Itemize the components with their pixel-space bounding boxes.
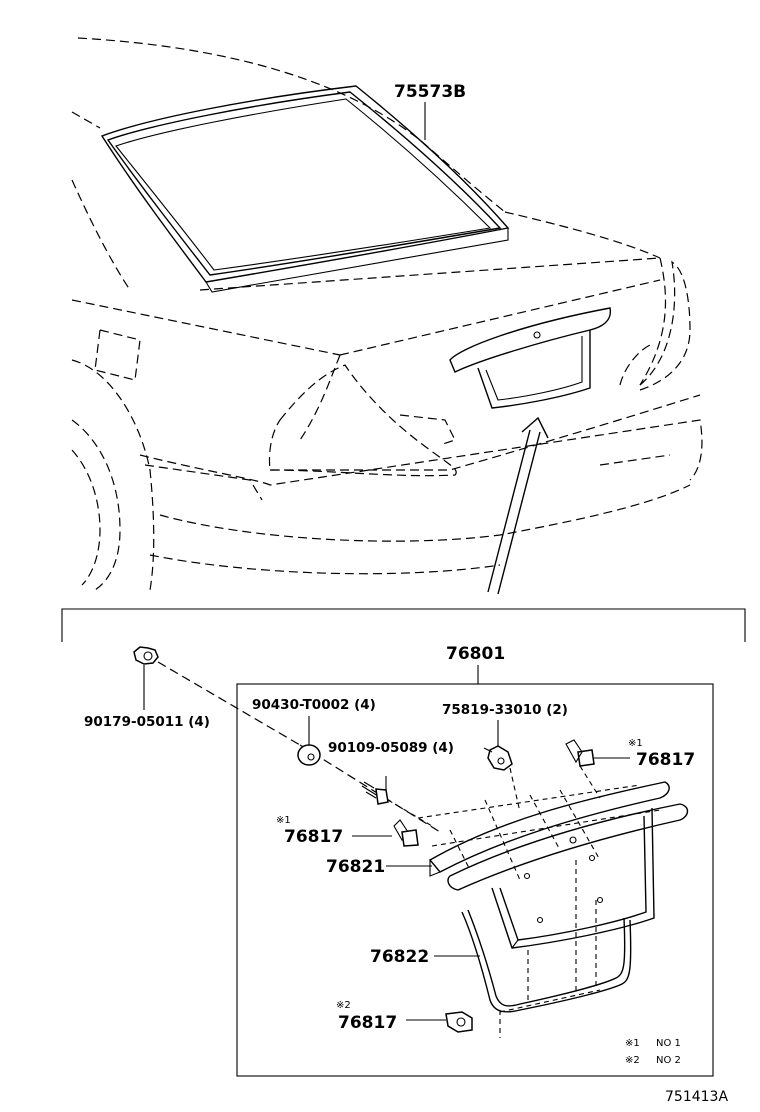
mark-76817-left: ※1 [276, 815, 291, 826]
rear-window-weatherstrip [100, 85, 510, 283]
washer-90430 [297, 744, 321, 766]
trunk-front-edge [199, 257, 661, 291]
clip-76817-left [393, 819, 419, 847]
legend-row1-mark: ※1 [625, 1038, 640, 1049]
section-bracket [61, 608, 746, 642]
legend-row2-text: NO 2 [656, 1055, 681, 1066]
clip-76817-bottom [445, 1011, 473, 1033]
beltline [71, 299, 341, 356]
bumper-mid [159, 484, 691, 542]
bumper-bottom [149, 554, 501, 575]
trunk-top-line [339, 279, 661, 356]
car-body-illustration [71, 37, 703, 595]
dashed-76817-right [579, 765, 601, 799]
dashed-mount-6 [559, 789, 601, 861]
tail-light-detail [399, 414, 456, 446]
assembly-box-76801 [236, 683, 714, 1077]
part-label-75573B: 75573B [394, 82, 466, 102]
part-label-76817-bottom: 76817 [338, 1013, 397, 1033]
clip-90179 [133, 646, 159, 665]
garnish-76821 [428, 781, 689, 891]
legend: ※1 NO 1 ※2 NO 2 [625, 1038, 681, 1066]
rear-window-glass-edge [115, 98, 492, 271]
bumper-line [599, 454, 671, 466]
license-plate-recess-inner [485, 336, 583, 401]
roof-edge [71, 111, 101, 129]
dashed-75819 [509, 767, 521, 813]
trunk-right-edge [639, 257, 667, 386]
mark-76817-bottom: ※2 [336, 1000, 351, 1011]
garnish-emblem-dot [533, 331, 541, 339]
screw-90109 [361, 781, 389, 805]
part-label-75819: 75819-33010 (2) [442, 702, 568, 718]
dashed-mount-3 [449, 829, 471, 871]
dashed-mount-4 [484, 799, 521, 881]
trunk-left-edge [299, 354, 341, 441]
wheel-inner [71, 449, 101, 586]
part-label-90430: 90430-T0002 (4) [252, 697, 376, 713]
part-label-76801: 76801 [446, 644, 505, 664]
wheel-outer [71, 419, 121, 591]
assembly-76801 [133, 646, 714, 1077]
part-label-76822: 76822 [370, 947, 429, 967]
nut-75819 [483, 745, 513, 771]
side-profile [71, 179, 131, 291]
tail-light-left [268, 364, 457, 477]
bumper-reflector [144, 464, 263, 501]
dashed-mount-1 [417, 784, 641, 819]
part-label-76821: 76821 [326, 857, 385, 877]
fuel-door [94, 329, 141, 381]
section-bracket-line [61, 608, 746, 642]
pointer-arrow-shaft [487, 429, 531, 593]
part-label-90109: 90109-05089 (4) [328, 740, 454, 756]
tail-light-right-inner [619, 344, 651, 386]
part-label-76817-right: 76817 [636, 750, 695, 770]
pointer-arrow-shaft-2 [497, 431, 541, 595]
plate-surround [491, 807, 655, 949]
part-label-90179: 90179-05011 (4) [84, 714, 210, 730]
license-plate-recess [477, 330, 591, 409]
legend-row2-mark: ※2 [625, 1055, 640, 1066]
garnish-on-car [449, 307, 612, 373]
clip-76817-right [565, 739, 595, 767]
bumper-top [139, 419, 703, 486]
dashed-lower-2 [499, 989, 601, 1013]
legend-row1-text: NO 1 [656, 1038, 681, 1049]
weatherstrip-bottom [205, 228, 509, 293]
deck-side [504, 211, 661, 259]
rear-window [106, 91, 502, 276]
part-label-76817-left: 76817 [284, 827, 343, 847]
dashed-mount-5 [529, 794, 561, 851]
reference-code: 751413A [665, 1089, 728, 1105]
tail-light-right [639, 260, 691, 391]
trunk-lower-edge [270, 394, 701, 471]
gasket-76822 [461, 909, 632, 1013]
mark-76817-right: ※1 [628, 738, 643, 749]
wheel-arch [71, 359, 155, 591]
pointer-arrow-head [521, 416, 549, 439]
